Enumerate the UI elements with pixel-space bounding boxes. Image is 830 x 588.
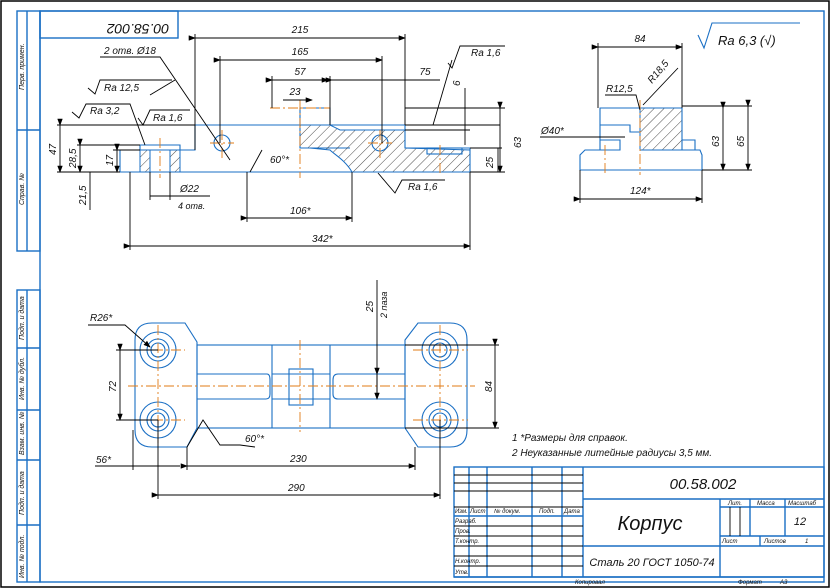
tb-role: Т.контр. [455, 539, 479, 545]
general-roughness: Ra 6,3 (√) [697, 22, 800, 50]
scale-label: Масштаб [788, 501, 817, 507]
tb-role: Пров. [455, 529, 471, 535]
dim-165: 165 [292, 47, 309, 58]
dim-28-5: 28,5 [68, 148, 79, 169]
sheets-value: 1 [805, 539, 808, 545]
top-view: R26* 72 84 25 2 паза 60°* 56* 230 290 [88, 280, 499, 499]
copied-label: Копировал [575, 580, 605, 586]
technical-notes: 1 *Размеры для справок. 2 Неуказанные ли… [511, 433, 712, 459]
tb-header-doc: № докум. [494, 508, 520, 515]
tb-header-list: Лист [469, 509, 485, 515]
side-stamp-label: Справ. № [19, 173, 26, 205]
dim-r12-5: R12,5 [606, 84, 633, 95]
lit-label: Лит. [727, 501, 742, 507]
dim-17: 17 [105, 154, 116, 166]
dim-124: 124* [630, 186, 652, 197]
dim-side-84: 84 [634, 34, 646, 45]
mass-label: Масса [757, 501, 775, 507]
side-stamp-label: Подп. и дата [18, 471, 26, 515]
dim-342: 342* [312, 234, 334, 245]
format-value: А3 [779, 580, 788, 586]
note-1: 1 *Размеры для справок. [512, 433, 628, 444]
tb-role: Н.контр. [455, 559, 480, 565]
dim-d22: Ø22 [179, 184, 199, 195]
dim-25: 25 [485, 156, 496, 169]
label-ra-12-5: Ra 12,5 [104, 83, 139, 94]
label-4-holes: 4 отв. [178, 201, 205, 211]
label-ra-1-6: Ra 1,6 [153, 113, 183, 124]
dim-57: 57 [294, 67, 306, 78]
tb-header-date: Дата [563, 509, 580, 515]
side-stamp: Перв. примен. Справ. № Подп. и дата Инв.… [16, 10, 41, 583]
dim-25-slot: 25 [365, 300, 376, 313]
dim-60-deg: 60°* [270, 155, 290, 166]
dim-r26: R26* [90, 313, 113, 324]
label-ra-1-6-top: Ra 1,6 [471, 48, 501, 59]
dim-r18-5: R18,5 [646, 58, 672, 86]
label-2-holes-d18: 2 отв. Ø18 [103, 46, 156, 57]
format-label: Формат [738, 580, 762, 586]
dim-56: 56* [96, 455, 112, 466]
side-stamp-label: Инв. № дубл. [18, 357, 26, 400]
material: Сталь 20 ГОСТ 1050-74 [589, 557, 714, 569]
label-ra-1-6-bottom: Ra 1,6 [408, 182, 438, 193]
dim-230: 230 [289, 454, 307, 465]
tb-role: Утв. [454, 570, 469, 576]
dim-106: 106* [290, 206, 312, 217]
note-2: 2 Неуказанные литейные радиусы 3,5 мм. [511, 448, 712, 459]
rotated-drawing-number: 00.58.002 [107, 21, 169, 37]
dim-72: 72 [108, 380, 119, 392]
side-stamp-label: Взам. инв. № [19, 411, 26, 455]
dim-23: 23 [288, 87, 301, 98]
label-2-slots: 2 паза [379, 292, 389, 319]
dim-side-65: 65 [736, 135, 747, 147]
scale-value: 12 [794, 516, 806, 528]
dim-47: 47 [48, 143, 59, 155]
dim-290: 290 [287, 483, 305, 494]
side-view: 84 R12,5 R18,5 Ø40* 63 65 124* [540, 34, 752, 203]
tb-header-sign: Подп. [539, 509, 555, 515]
dim-215: 215 [291, 25, 309, 36]
title-block: Изм. Лист № докум. Подп. Дата Разраб. Пр… [453, 466, 825, 586]
dim-top-60-deg: 60°* [245, 434, 265, 445]
dim-top-84: 84 [484, 380, 495, 392]
dim-75: 75 [419, 67, 431, 78]
rotated-number-box: 00.58.002 [39, 10, 179, 39]
dim-21-5: 21,5 [78, 185, 89, 206]
part-name: Корпус [617, 513, 682, 535]
tb-header-izm: Изм. [455, 509, 468, 515]
dim-d40: Ø40* [540, 126, 565, 137]
sheet-label: Лист [721, 539, 737, 545]
label-ra-3-2: Ra 3,2 [90, 106, 120, 117]
tb-role: Разраб. [455, 519, 477, 525]
dim-6: 6 [452, 80, 463, 86]
side-stamp-label: Подп. и дата [18, 296, 26, 340]
dim-63: 63 [513, 136, 524, 148]
dim-side-63: 63 [711, 135, 722, 147]
title-drawing-number: 00.58.002 [670, 476, 737, 493]
front-view: 215 165 57 75 23 6 63 25 47 28,5 17 [48, 25, 524, 250]
sheets-label: Листов [763, 539, 786, 545]
side-stamp-label: Перв. примен. [19, 43, 26, 90]
side-stamp-label: Инв. № подл. [18, 535, 26, 578]
general-roughness-text: Ra 6,3 (√) [718, 33, 776, 48]
